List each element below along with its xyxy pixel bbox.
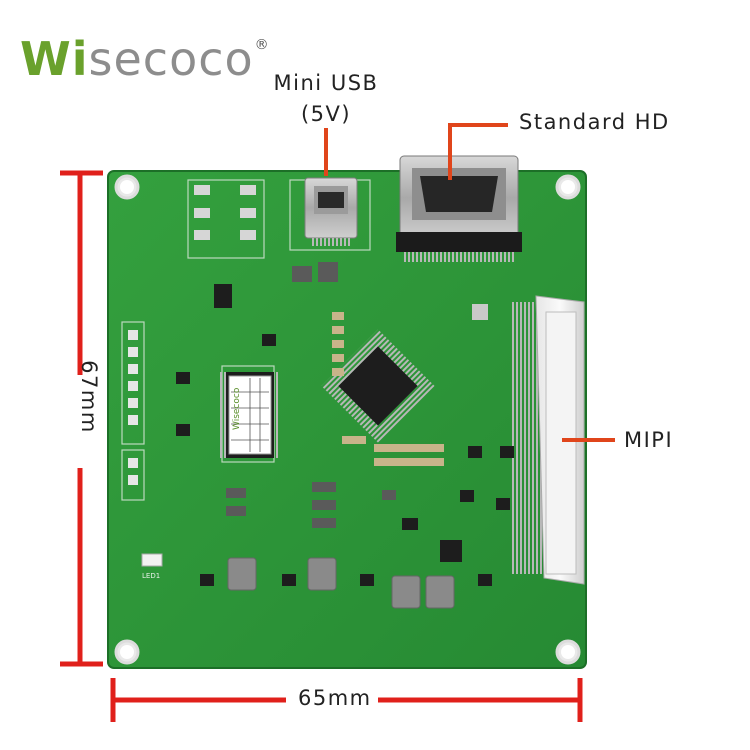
pad-block xyxy=(194,185,256,240)
sticker-brand-text: Wisecoco xyxy=(232,387,242,430)
height-label: 67mm xyxy=(77,360,101,434)
mini-usb-text: Mini USB xyxy=(273,71,379,95)
logo-tail: secoco xyxy=(88,32,254,86)
mounting-holes xyxy=(114,174,581,665)
mipi-fpc-connector xyxy=(512,295,585,585)
brand-logo: Wisecoco ® xyxy=(20,36,269,82)
smd-components xyxy=(141,262,514,586)
registered-mark: ® xyxy=(254,37,270,53)
header-pins xyxy=(128,330,138,485)
mini-usb-connector xyxy=(304,177,358,246)
mini-usb-label: Mini USB (5V) xyxy=(266,68,386,130)
logo-head: Wi xyxy=(20,32,89,86)
sticker-chip: Wisecoco xyxy=(220,372,280,458)
width-label: 65mm xyxy=(292,686,378,710)
callout-lines xyxy=(324,123,615,442)
main-ic xyxy=(321,329,435,443)
hdmi-connector xyxy=(396,155,522,262)
dimension-lines xyxy=(60,170,583,722)
led-silkscreen: LED1 xyxy=(142,572,160,580)
standard-hd-label: Standard HD xyxy=(519,110,670,134)
hd-callout-line xyxy=(448,123,508,180)
mipi-label: MIPI xyxy=(624,428,674,452)
inductors xyxy=(227,557,455,609)
mini-usb-voltage: (5V) xyxy=(300,102,352,126)
